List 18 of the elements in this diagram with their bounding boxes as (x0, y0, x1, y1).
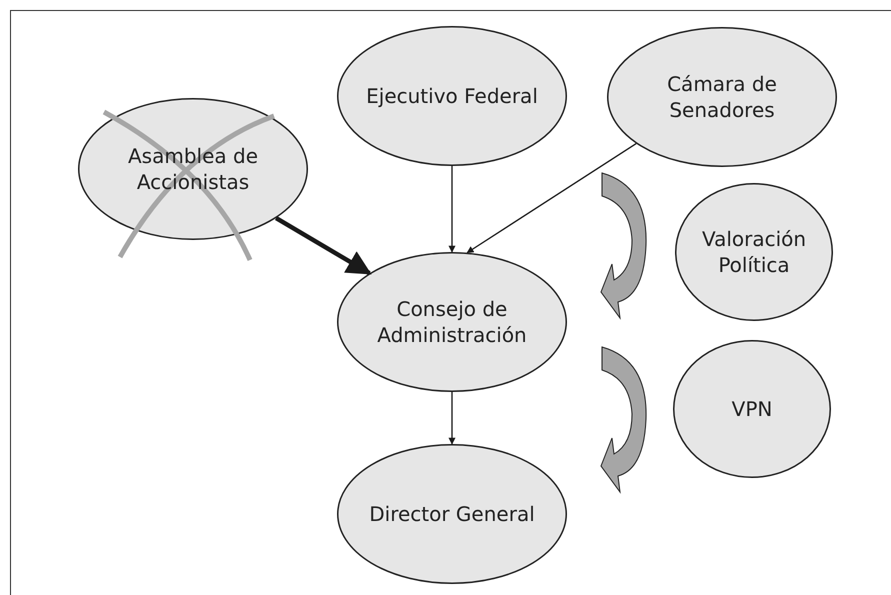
ellipse-node (337, 252, 567, 392)
ellipse-node (78, 98, 308, 240)
node-label: VPN (732, 396, 772, 422)
ellipse-node (673, 340, 831, 478)
arrow (448, 166, 456, 253)
ellipse-node (337, 26, 567, 166)
arrow (448, 392, 456, 445)
arrow (274, 216, 372, 276)
ellipse-node (337, 444, 567, 584)
node-label: Director General (369, 501, 535, 527)
arrow (466, 143, 637, 254)
node-label: Ejecutivo Federal (366, 83, 538, 109)
ellipse-node (675, 183, 833, 321)
node-label: Valoración Política (700, 226, 808, 278)
node-label: Asamblea de Accionistas (126, 143, 259, 195)
node-label: Consejo de Administración (376, 296, 528, 348)
node-label: Cámara de Senadores (666, 71, 778, 123)
ellipse-node (607, 27, 837, 167)
